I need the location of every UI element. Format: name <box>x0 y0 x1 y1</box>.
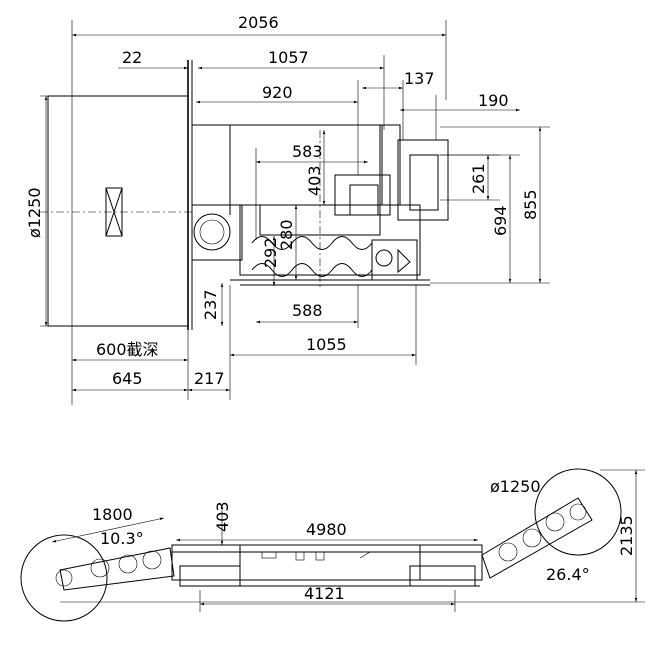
right-drum <box>534 468 622 556</box>
dim-body-length: 4980 <box>306 520 347 539</box>
dim-645: 645 <box>112 369 143 388</box>
dim-920: 920 <box>262 83 293 102</box>
dim-237: 237 <box>201 289 220 320</box>
dim-max-height: 2135 <box>617 515 636 556</box>
arm-pivot <box>193 213 231 251</box>
dim-wheelbase: 4121 <box>304 584 345 603</box>
dim-side-403: 403 <box>213 501 232 532</box>
dim-217: 217 <box>194 369 225 388</box>
dim-cut-width: 600截深 <box>96 340 159 359</box>
dim-694: 694 <box>491 205 510 236</box>
side-view: 1800 10.3° 403 4980 4121 ø1250 26.4° 213… <box>20 468 645 622</box>
dim-190: 190 <box>478 91 509 110</box>
dim-arm-angle-left: 10.3° <box>100 529 144 548</box>
dim-855: 855 <box>521 189 540 220</box>
dim-drum-diameter-side: ø1250 <box>490 477 541 496</box>
right-ranging-arm <box>481 497 593 579</box>
dim-arm-length: 1800 <box>92 505 133 524</box>
rocker-arm-plan <box>191 124 383 206</box>
left-ranging-arm <box>59 547 175 591</box>
dim-arm-angle-right: 26.4° <box>546 565 590 584</box>
left-drum <box>20 534 108 622</box>
dim-overall-width: 2056 <box>238 13 279 32</box>
top-view: 2056 22 1057 137 920 190 583 403 280 292… <box>25 13 550 405</box>
left-drum-plan <box>47 95 189 327</box>
dim-1055: 1055 <box>306 335 347 354</box>
dim-292: 292 <box>261 237 280 268</box>
dim-137: 137 <box>404 69 435 88</box>
dim-261: 261 <box>469 163 488 194</box>
dim-1057: 1057 <box>268 48 309 67</box>
dim-22: 22 <box>122 48 142 67</box>
dim-drum-diameter-top: ø1250 <box>25 187 44 238</box>
dim-588: 588 <box>292 301 323 320</box>
dim-403-top: 403 <box>305 165 324 196</box>
dim-583: 583 <box>292 142 323 161</box>
haulage-sprockets <box>251 236 373 250</box>
left-walking-box <box>179 565 241 587</box>
drum-hub-mark <box>105 187 123 237</box>
machine-body <box>171 544 483 581</box>
dim-280: 280 <box>277 219 296 250</box>
